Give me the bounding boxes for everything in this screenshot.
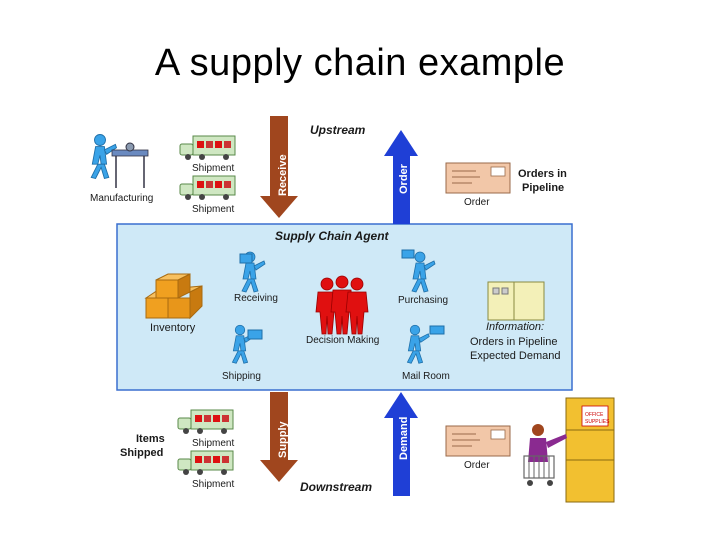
- office-supplies-label: OFFICE: [585, 412, 604, 418]
- order-arrow-label: Order: [398, 163, 410, 194]
- inventory-label: Inventory: [150, 322, 196, 334]
- supply-arrow: [260, 392, 298, 482]
- upstream-label: Upstream: [310, 123, 366, 137]
- info-orders-label: Orders in Pipeline: [470, 336, 557, 348]
- shipment-label: Shipment: [192, 479, 234, 490]
- decision-making-label: Decision Making: [306, 335, 379, 346]
- order-arrow: [384, 130, 418, 224]
- receive-arrow: [260, 116, 298, 218]
- manufacturing-worker-icon: [90, 134, 149, 188]
- truck-icon: [179, 135, 236, 161]
- orders-in-pipeline-label: Orders in: [518, 168, 567, 180]
- truck-icon: [177, 409, 234, 435]
- agent-title: Supply Chain Agent: [275, 229, 390, 243]
- mail-room-worker-icon: [407, 324, 445, 364]
- order-envelope-icon: [445, 425, 511, 457]
- supply-label: Supply: [277, 420, 289, 458]
- shipment-label: Shipment: [192, 204, 234, 215]
- info-demand-label: Expected Demand: [470, 350, 561, 362]
- demand-label: Demand: [398, 417, 410, 460]
- items-shipped-label: Items: [136, 433, 165, 445]
- inventory-boxes-icon: [144, 273, 203, 320]
- mail-room-label: Mail Room: [402, 371, 450, 382]
- information-cabinet-icon: [487, 281, 545, 321]
- downstream-label: Downstream: [300, 480, 372, 494]
- shipment-label: Shipment: [192, 438, 234, 449]
- information-label: Information:: [486, 321, 544, 333]
- truck-icon: [179, 175, 236, 201]
- purchasing-worker-icon: [401, 249, 436, 293]
- slide-title: A supply chain example: [154, 42, 566, 84]
- demand-arrow: [384, 392, 418, 496]
- office-supplies-label: SUPPLIES: [585, 419, 610, 425]
- order-doc-label: Order: [464, 460, 490, 471]
- orders-in-pipeline-label: Pipeline: [522, 182, 564, 194]
- purchasing-label: Purchasing: [398, 295, 448, 306]
- decision-making-people-icon: [315, 275, 369, 335]
- receiving-worker-icon: [239, 251, 266, 293]
- order-envelope-icon: [445, 162, 511, 194]
- receive-label: Receive: [277, 154, 289, 196]
- order-doc-label: Order: [464, 197, 490, 208]
- receiving-label: Receiving: [234, 293, 278, 304]
- shipping-worker-icon: [232, 324, 263, 364]
- manufacturing-label: Manufacturing: [90, 193, 153, 204]
- customer-shopping-icon: [523, 397, 615, 503]
- shipping-label: Shipping: [222, 371, 261, 382]
- items-shipped-label: Shipped: [120, 447, 163, 459]
- truck-icon: [177, 450, 234, 476]
- shipment-label: Shipment: [192, 163, 234, 174]
